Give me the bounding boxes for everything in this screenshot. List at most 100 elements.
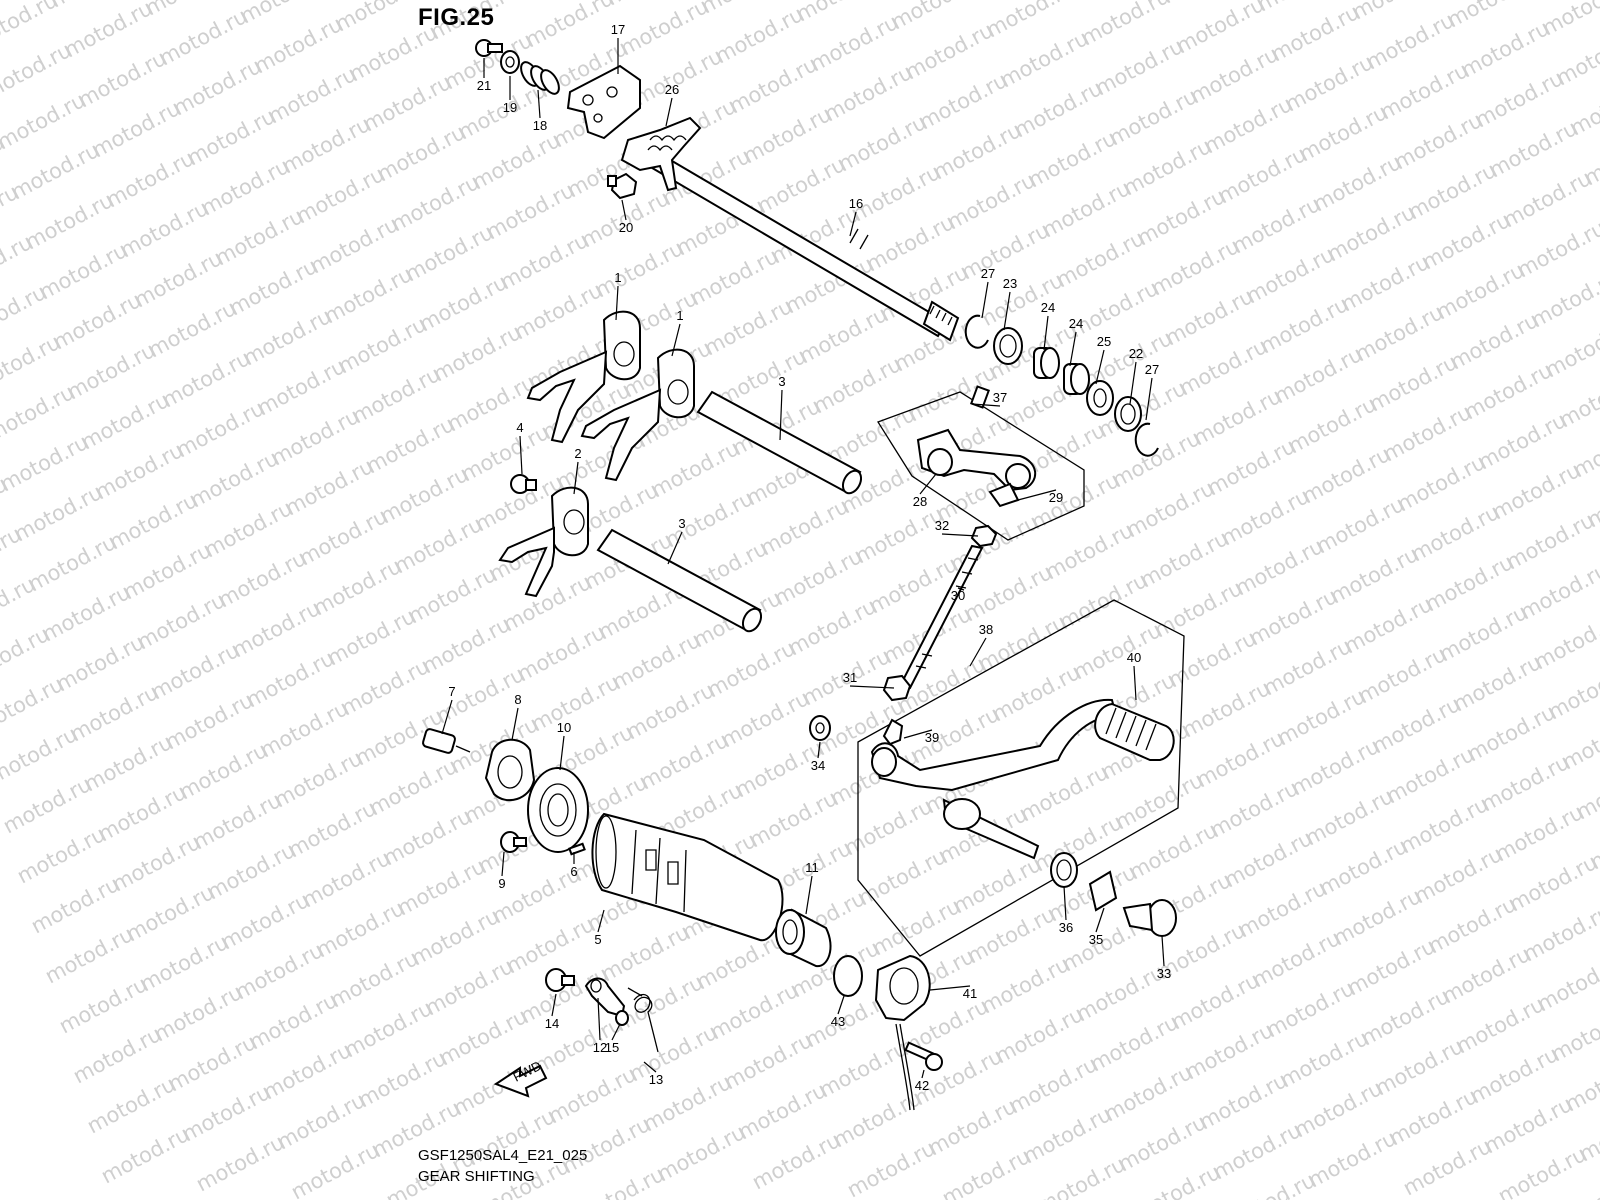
watermark-text: motod.ru — [1301, 784, 1397, 850]
watermark-text: motod.ru — [155, 4, 251, 70]
watermark-text: motod.ru — [457, 420, 553, 486]
leader-line — [615, 285, 619, 321]
watermark-text: motod.ru — [278, 112, 374, 178]
watermark-text: motod.ru — [0, 722, 81, 788]
watermark-text: motod.ru — [306, 212, 402, 278]
watermark-text: motod.ru — [1041, 518, 1137, 584]
watermark-text: motod.ru — [231, 938, 327, 1004]
watermark-text: motod.ru — [150, 980, 246, 1046]
watermark-text: motod.ru — [1248, 926, 1344, 992]
watermark-text: motod.ru — [1200, 92, 1296, 158]
watermark-text: motod.ru — [1362, 8, 1458, 74]
watermark-text: motod.ru — [337, 654, 433, 720]
watermark-text: motod.ru — [1505, 850, 1600, 916]
watermark-text: motod.ru — [1382, 742, 1478, 808]
leader-line — [597, 909, 605, 933]
watermark-text: motod.ru — [169, 54, 265, 120]
watermark-text: motod.ru — [1390, 108, 1486, 174]
watermark-text: motod.ru — [401, 220, 497, 286]
watermark-text: motod.ru — [1186, 42, 1282, 108]
watermark-text: motod.ru — [834, 110, 930, 176]
watermark-text: motod.ru — [1485, 116, 1581, 182]
fork-shaft-3a — [696, 390, 863, 495]
watermark-text: motod.ru — [929, 118, 1025, 184]
watermark-text: motod.ru — [77, 388, 173, 454]
watermark-text: motod.ru — [239, 304, 335, 370]
callout-number: 27 — [1145, 362, 1159, 377]
bolt-20 — [607, 172, 638, 200]
watermark-text: motod.ru — [1351, 300, 1447, 366]
callout-number: 19 — [503, 100, 517, 115]
watermark-text: motod.ru — [938, 1144, 1034, 1200]
watermark-text: motod.ru — [1343, 934, 1439, 1000]
watermark-text: motod.ru — [242, 646, 338, 712]
watermark-text: motod.ru — [784, 594, 880, 660]
watermark-text: motod.ru — [706, 978, 802, 1044]
watermark-text: motod.ru — [1513, 216, 1600, 282]
watermark-text: motod.ru — [1410, 842, 1506, 908]
watermark-text: motod.ru — [1172, 0, 1268, 58]
watermark-text: motod.ru — [901, 18, 997, 84]
watermark-text: motod.ru — [1175, 334, 1271, 400]
shaft-arm-26 — [620, 116, 702, 192]
watermark-text: motod.ru — [136, 930, 232, 996]
clip-39 — [882, 718, 904, 746]
watermark-text: motod.ru — [94, 780, 190, 846]
watermark-text: motod.ru — [924, 1094, 1020, 1160]
watermark-text: motod.ru — [1452, 992, 1548, 1058]
watermark-text: motod.ru — [558, 1112, 654, 1178]
watermark-text: motod.ru — [1259, 634, 1355, 700]
pin-6 — [568, 842, 586, 856]
watermark-text: motod.ru — [133, 588, 229, 654]
watermark-text: motod.ru — [38, 580, 134, 646]
watermark-text: motod.ru — [1519, 900, 1600, 966]
watermark-text: motod.ru — [622, 678, 718, 744]
watermark-text: motod.ru — [1016, 760, 1112, 826]
watermark-text: motod.ru — [326, 946, 422, 1012]
watermark-text: motod.ru — [359, 70, 455, 136]
watermark-text: motod.ru — [756, 494, 852, 560]
watermark-text: motod.ru — [1111, 768, 1207, 834]
watermark-text: motod.ru — [1105, 84, 1201, 150]
watermark-text: motod.ru — [1421, 550, 1517, 616]
watermark-text: motod.ru — [1203, 434, 1299, 500]
callout-number: 41 — [963, 986, 977, 1001]
watermark-text: motod.ru — [1298, 442, 1394, 508]
stopper-arm-12 — [584, 977, 626, 1018]
watermark-text: motod.ru — [21, 188, 117, 254]
link-box — [877, 385, 1085, 541]
watermark-text: motod.ru — [91, 438, 187, 504]
callout-number: 28 — [913, 494, 927, 509]
watermark-text: motod.ru — [957, 218, 1053, 284]
watermark-text: motod.ru — [1407, 500, 1503, 566]
washer-34 — [809, 715, 831, 741]
watermark-text: motod.ru — [1477, 750, 1573, 816]
pin-7 — [422, 728, 471, 754]
watermark-text: motod.ru — [527, 670, 623, 736]
watermark-text: motod.ru — [83, 1072, 179, 1138]
callout-number: 20 — [619, 220, 633, 235]
leader-line — [519, 435, 523, 475]
shift-cam-5 — [591, 812, 784, 942]
watermark-text: motod.ru — [250, 12, 346, 78]
leader-line — [969, 637, 987, 667]
watermark-text: motod.ru — [502, 912, 598, 978]
leader-line — [971, 403, 1001, 407]
watermark-text: motod.ru — [175, 738, 271, 804]
watermark-text: motod.ru — [1273, 684, 1369, 750]
callout-number: 25 — [1097, 334, 1111, 349]
watermark-text: motod.ru — [1281, 50, 1377, 116]
watermark-text: motod.ru — [608, 628, 704, 694]
callout-number: 6 — [570, 864, 577, 879]
washer-15 — [615, 1010, 629, 1026]
watermark-text: motod.ru — [1038, 176, 1134, 242]
watermark-text: motod.ru — [991, 1002, 1087, 1068]
watermark-text: motod.ru — [197, 154, 293, 220]
figure-title: FIG.25 — [418, 4, 495, 31]
leader-line — [621, 199, 627, 221]
watermark-text: motod.ru — [1181, 1018, 1277, 1084]
watermark-text: motod.ru — [1030, 810, 1126, 876]
watermark-text: motod.ru — [611, 970, 707, 1036]
leader-line — [1095, 907, 1105, 933]
watermark-text: motod.ru — [996, 26, 1092, 92]
